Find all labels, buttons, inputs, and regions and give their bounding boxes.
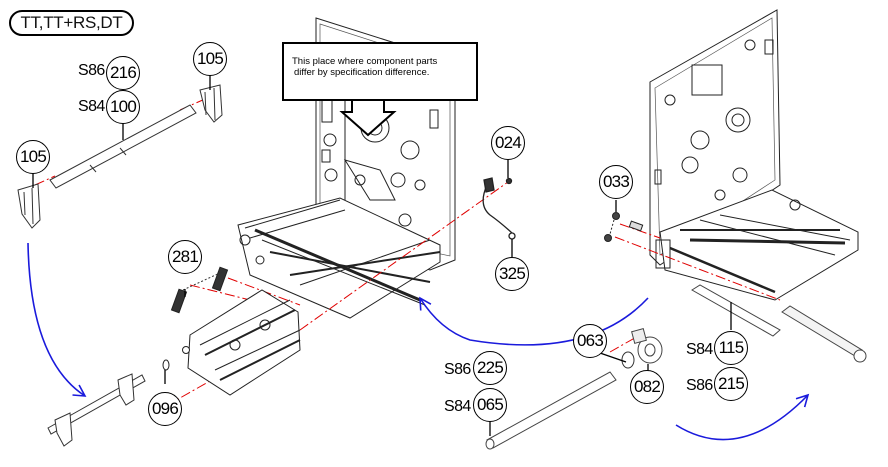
part-bubble-225[interactable]: 225 [473,351,507,385]
spec-difference-callout: This place where component parts differ … [282,42,478,101]
part-prefix-s84-065: S84 [444,398,471,415]
flow-arrow-right [675,393,810,441]
assembled-shaft [47,373,146,447]
part-bubble-105-left[interactable]: 105 [16,140,50,174]
part-bubble-216[interactable]: 216 [106,56,140,90]
part-bubble-215[interactable]: 215 [714,367,748,401]
right-shafts [691,284,867,363]
callout-line-2: differ by specification difference. [294,67,430,78]
part-bubble-024[interactable]: 024 [491,126,525,160]
flow-arrow-left [27,242,87,397]
leader-lines [32,75,732,436]
part-bubble-281[interactable]: 281 [168,240,202,274]
part-bubble-096[interactable]: 096 [148,392,182,426]
screws [604,212,644,242]
part-bubble-115[interactable]: 115 [714,331,748,365]
flow-arrow-center [419,296,649,346]
part-prefix-s84-100: S84 [78,98,105,115]
part-prefix-s86-215: S86 [686,377,713,394]
callout-line-1: This place where component parts [292,56,438,67]
right-chassis [649,9,859,301]
callout-pointer [339,100,397,137]
part-bubble-063[interactable]: 063 [573,324,607,358]
part-bubble-065[interactable]: 065 [473,388,507,422]
part-bubble-100[interactable]: 100 [106,90,140,124]
flow-arrows [27,242,810,441]
shaft-assembly [17,84,223,229]
part-prefix-s86-216: S86 [78,62,105,79]
cable-assembly [482,177,516,240]
part-bubble-033[interactable]: 033 [599,165,633,199]
head-block [162,266,301,396]
part-prefix-s84-115: S84 [686,341,713,358]
variant-label: TT,TT+RS,DT [9,10,134,36]
part-bubble-082[interactable]: 082 [630,370,664,404]
bottom-parts [485,328,663,450]
part-bubble-105-top[interactable]: 105 [193,42,227,76]
part-prefix-s86-225: S86 [444,361,471,378]
part-bubble-325[interactable]: 325 [495,257,529,291]
